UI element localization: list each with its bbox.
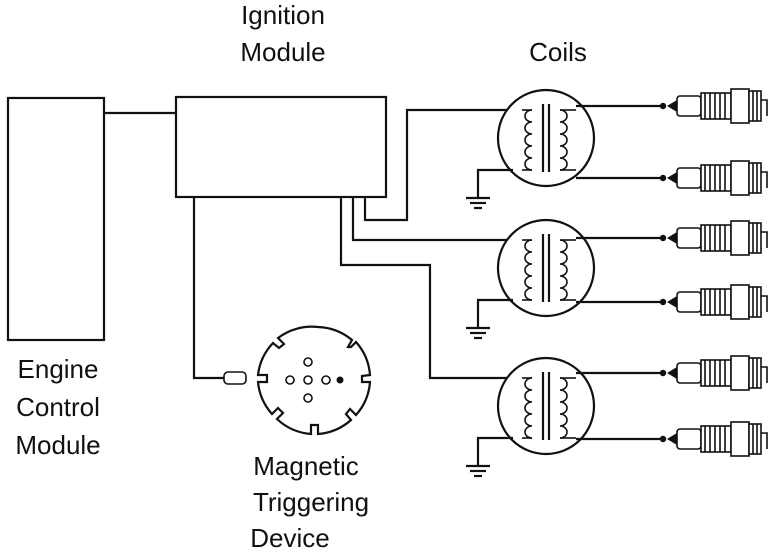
trigger-label-line1: Magnetic [253, 451, 359, 481]
ground-icon [464, 450, 492, 478]
ground-icon [464, 312, 492, 340]
ecm-label-line2: Control [16, 392, 100, 422]
spark-plug [658, 220, 768, 256]
ecm-label-line3: Module [15, 430, 100, 460]
trigger-label-line2: Triggering [253, 487, 369, 517]
engine-control-module-box [6, 96, 106, 342]
ignition-module-label-line2: Module [240, 37, 325, 67]
trigger-sensor-connector [223, 371, 247, 385]
trigger-wire [192, 197, 224, 380]
coil-3-feed-wire [339, 197, 513, 380]
ignition-module-label-line1: Ignition [241, 0, 325, 30]
spark-plug [658, 160, 768, 196]
ignition-module-box [174, 95, 388, 199]
coil-2-feed-wire [351, 197, 513, 242]
spark-plug [658, 355, 768, 391]
coil-1 [496, 88, 596, 188]
spark-plug [658, 421, 768, 457]
trigger-label-line3: Device [250, 523, 329, 553]
magnetic-triggering-device [256, 325, 372, 436]
ground-icon [464, 182, 492, 210]
spark-plug [658, 88, 768, 124]
spark-plug [658, 284, 768, 320]
coils-label: Coils [529, 37, 587, 67]
coil-1-feed-wire [363, 108, 513, 222]
ecm-label-line1: Engine [18, 354, 99, 384]
